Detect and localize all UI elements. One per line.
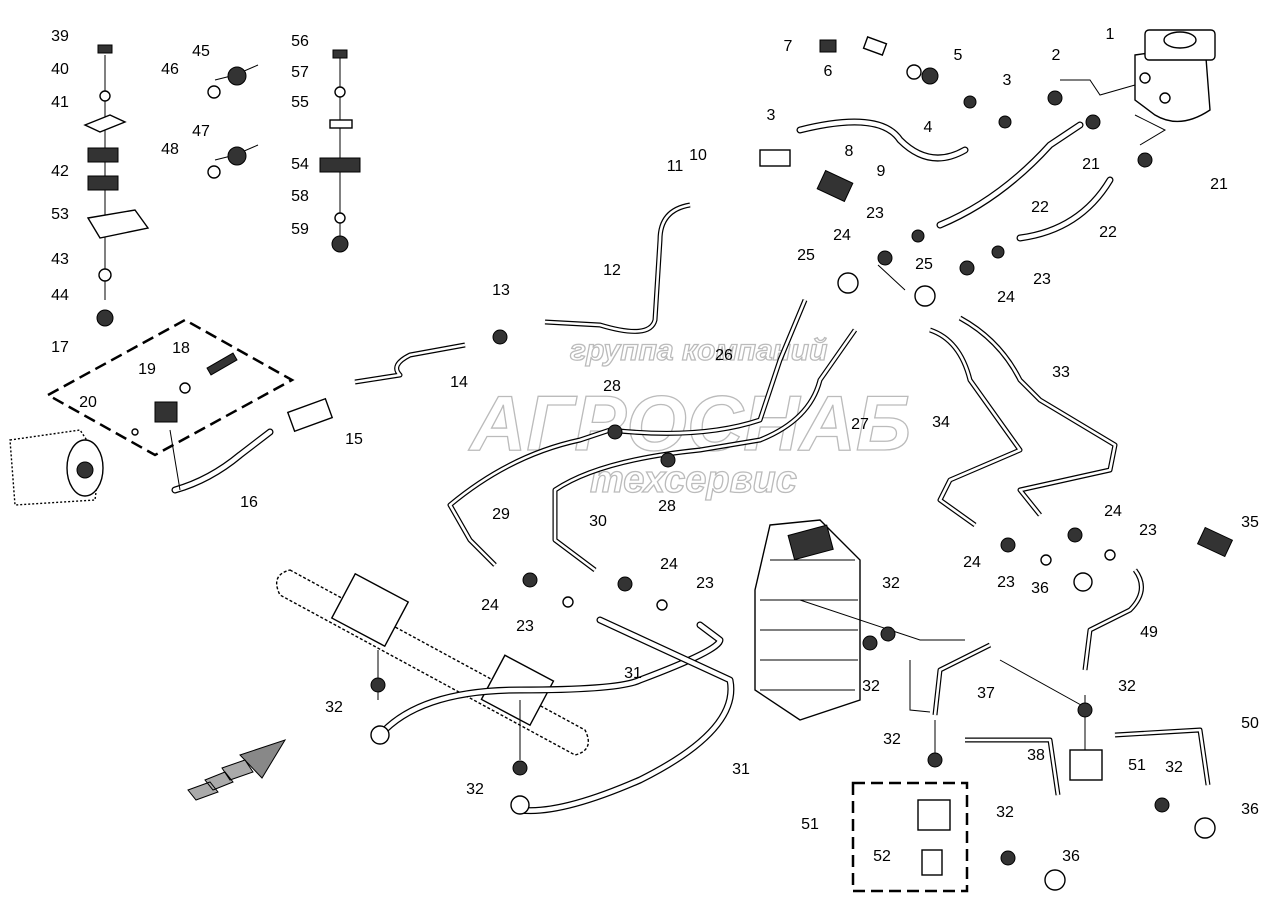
callout-32: 32 bbox=[325, 699, 343, 716]
callout-36: 36 bbox=[1031, 580, 1049, 597]
callout-56: 56 bbox=[291, 33, 309, 50]
callout-57: 57 bbox=[291, 64, 309, 81]
callout-24: 24 bbox=[833, 227, 851, 244]
callout-51: 51 bbox=[801, 816, 819, 833]
callout-25: 25 bbox=[915, 256, 933, 273]
callout-32: 32 bbox=[862, 678, 880, 695]
callout-11: 11 bbox=[667, 158, 684, 175]
callout-23: 23 bbox=[866, 205, 884, 222]
callout-37: 37 bbox=[977, 685, 995, 702]
callout-5: 5 bbox=[954, 47, 963, 64]
callout-36: 36 bbox=[1241, 801, 1259, 818]
watermark-line3: техсервис bbox=[590, 459, 797, 501]
callout-36: 36 bbox=[1062, 848, 1080, 865]
callout-23: 23 bbox=[516, 618, 534, 635]
callout-3: 3 bbox=[767, 107, 776, 124]
callout-42: 42 bbox=[51, 163, 69, 180]
callout-55: 55 bbox=[291, 94, 309, 111]
callout-53: 53 bbox=[51, 206, 69, 223]
kit-outline-17 bbox=[45, 318, 295, 457]
callout-23: 23 bbox=[696, 575, 714, 592]
callout-44: 44 bbox=[51, 287, 69, 304]
callout-32: 32 bbox=[1165, 759, 1183, 776]
callout-20: 20 bbox=[79, 394, 97, 411]
callout-28: 28 bbox=[658, 498, 676, 515]
callout-58: 58 bbox=[291, 188, 309, 205]
callout-17: 17 bbox=[51, 339, 69, 356]
callout-24: 24 bbox=[1104, 503, 1122, 520]
callout-32: 32 bbox=[883, 731, 901, 748]
callout-14: 14 bbox=[450, 374, 468, 391]
callout-23: 23 bbox=[997, 574, 1015, 591]
callout-33: 33 bbox=[1052, 364, 1070, 381]
callout-29: 29 bbox=[492, 506, 510, 523]
callout-22: 22 bbox=[1031, 199, 1049, 216]
steering-unit[interactable] bbox=[1134, 29, 1216, 123]
callout-16: 16 bbox=[240, 494, 258, 511]
watermark-logo: группа компаний АГРОСНАБ техсервис bbox=[467, 333, 911, 501]
callout-28: 28 bbox=[603, 378, 621, 395]
callout-34: 34 bbox=[932, 414, 950, 431]
callout-8: 8 bbox=[845, 143, 854, 160]
callout-15: 15 bbox=[345, 431, 363, 448]
callout-41: 41 bbox=[51, 94, 69, 111]
callout-23: 23 bbox=[1139, 522, 1157, 539]
callout-13: 13 bbox=[492, 282, 510, 299]
callout-31: 31 bbox=[624, 665, 642, 682]
callout-3: 3 bbox=[1003, 72, 1012, 89]
callout-54: 54 bbox=[291, 156, 309, 173]
callout-27: 27 bbox=[851, 416, 869, 433]
callout-45: 45 bbox=[192, 43, 210, 60]
control-valve-block[interactable] bbox=[754, 519, 861, 721]
callout-32: 32 bbox=[882, 575, 900, 592]
callout-24: 24 bbox=[997, 289, 1015, 306]
callout-51: 51 bbox=[1128, 757, 1146, 774]
callout-32: 32 bbox=[1118, 678, 1136, 695]
callout-12: 12 bbox=[603, 262, 621, 279]
callout-2: 2 bbox=[1052, 47, 1061, 64]
callout-1: 1 bbox=[1106, 26, 1115, 43]
callout-10: 10 bbox=[689, 147, 707, 164]
callout-43: 43 bbox=[51, 251, 69, 268]
callout-49: 49 bbox=[1140, 624, 1158, 641]
hoses bbox=[171, 118, 1114, 815]
callout-4: 4 bbox=[924, 119, 933, 136]
callout-7: 7 bbox=[784, 38, 793, 55]
callout-30: 30 bbox=[589, 513, 607, 530]
callout-23: 23 bbox=[1033, 271, 1051, 288]
callout-38: 38 bbox=[1027, 747, 1045, 764]
steering-cylinder[interactable] bbox=[276, 569, 589, 756]
callout-21: 21 bbox=[1210, 176, 1228, 193]
callout-40: 40 bbox=[51, 61, 69, 78]
callout-22: 22 bbox=[1099, 224, 1117, 241]
callout-31: 31 bbox=[732, 761, 750, 778]
fittings bbox=[83, 36, 1234, 891]
callout-25: 25 bbox=[797, 247, 815, 264]
callout-48: 48 bbox=[161, 141, 179, 158]
callout-26: 26 bbox=[715, 347, 733, 364]
callout-59: 59 bbox=[291, 221, 309, 238]
callout-35: 35 bbox=[1241, 514, 1259, 531]
callout-46: 46 bbox=[161, 61, 179, 78]
direction-arrow-icon bbox=[187, 739, 287, 801]
callout-47: 47 bbox=[192, 123, 210, 140]
callout-24: 24 bbox=[660, 556, 678, 573]
callout-19: 19 bbox=[138, 361, 156, 378]
callout-39: 39 bbox=[51, 28, 69, 45]
callout-52: 52 bbox=[873, 848, 891, 865]
callout-labels: 39 40 41 42 53 43 44 45 46 47 48 56 57 5… bbox=[51, 26, 1259, 865]
callout-32: 32 bbox=[466, 781, 484, 798]
callout-18: 18 bbox=[172, 340, 190, 357]
callout-21: 21 bbox=[1082, 156, 1100, 173]
kit-outline-51 bbox=[851, 781, 969, 893]
callout-24: 24 bbox=[481, 597, 499, 614]
callout-32: 32 bbox=[996, 804, 1014, 821]
callout-9: 9 bbox=[877, 163, 886, 180]
callout-6: 6 bbox=[824, 63, 833, 80]
pipes bbox=[354, 202, 1211, 796]
hydraulic-pump[interactable] bbox=[9, 429, 104, 506]
callout-24: 24 bbox=[963, 554, 981, 571]
callout-50: 50 bbox=[1241, 715, 1259, 732]
